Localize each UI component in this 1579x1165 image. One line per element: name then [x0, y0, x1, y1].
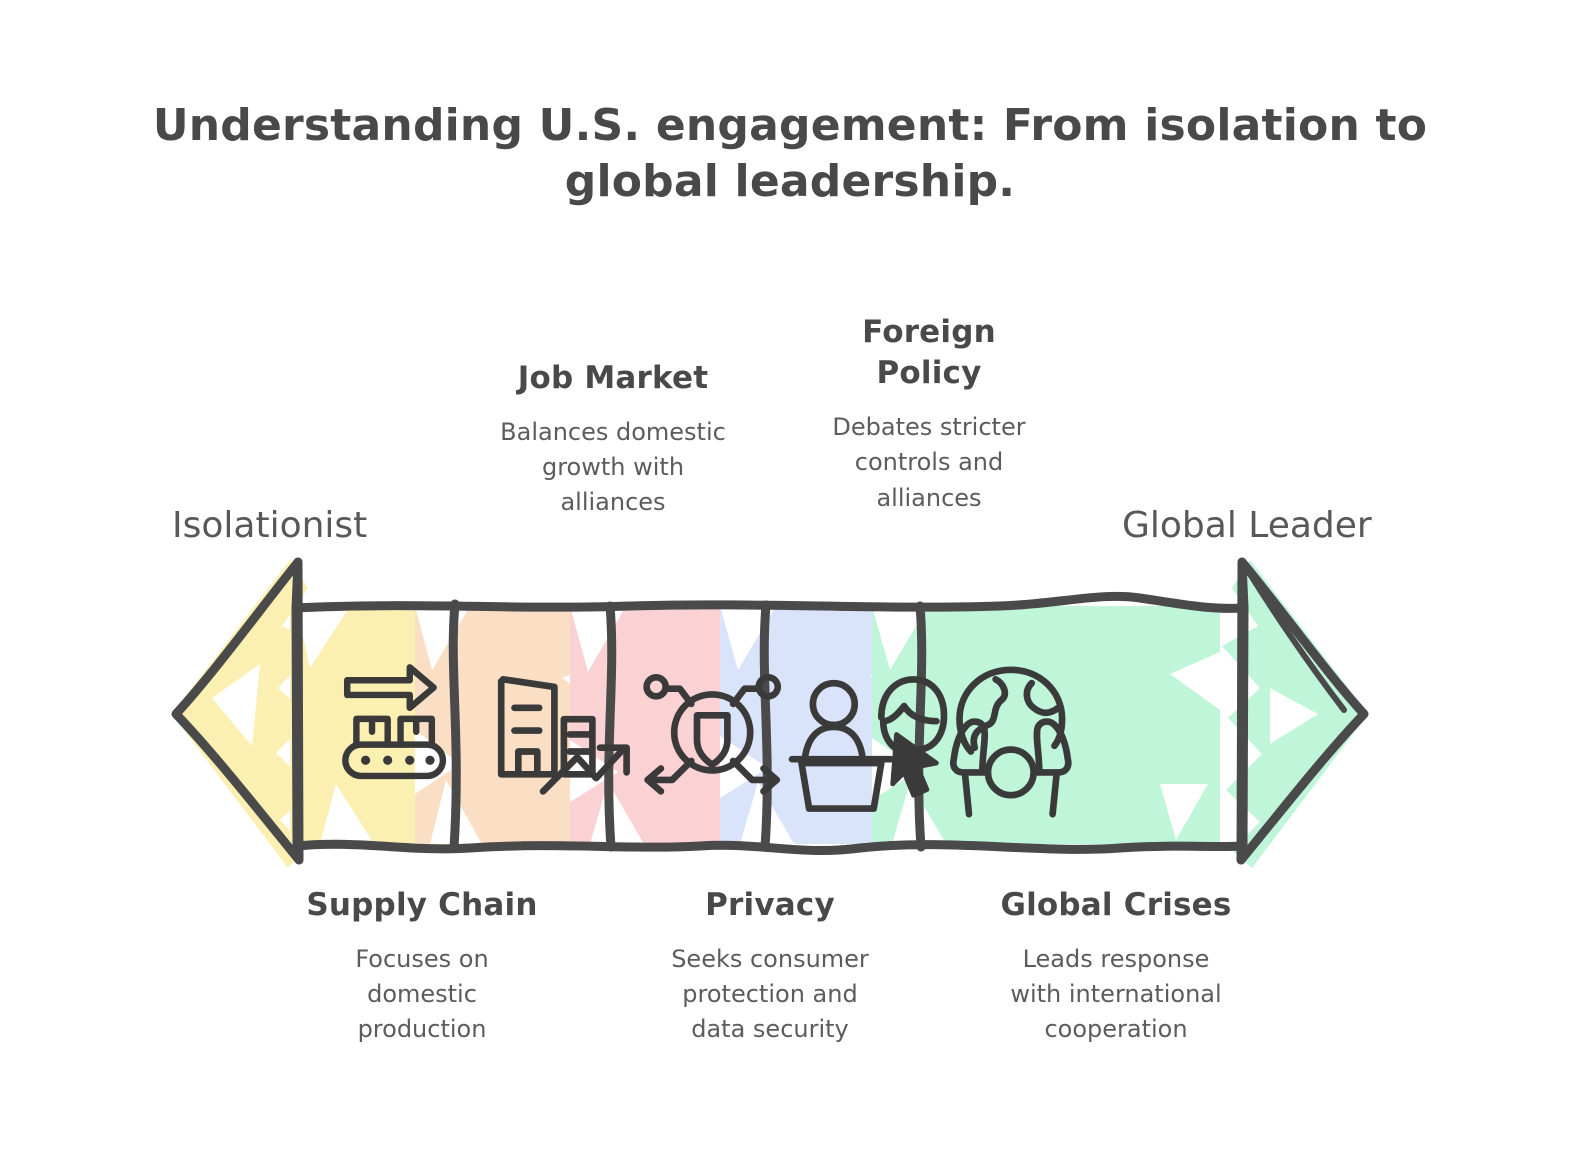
stage-title-foreign-policy: Foreign Policy	[862, 314, 996, 392]
segment-divider-4	[914, 601, 927, 852]
stage-description-global-crises: Leads response with international cooper…	[1010, 945, 1222, 1044]
page-title: Understanding U.S. engagement: From isol…	[152, 100, 1428, 208]
stage-description-privacy: Seeks consumer protection and data secur…	[671, 945, 869, 1044]
stage-callout-foreign-policy: Foreign Policy Debates stricter controls…	[800, 312, 1058, 516]
segment-divider-3	[759, 600, 772, 852]
left-arrowhead-outline	[171, 557, 304, 865]
segment-divider-1	[448, 599, 461, 853]
people-podium-cursor-icon	[788, 676, 948, 812]
fill-patch-yellow-notch-c	[320, 784, 374, 844]
fill-patch-blue-notch-d	[720, 736, 768, 798]
fill-patch-yellow-notch-a	[296, 606, 350, 668]
bar-bottom-rail	[292, 839, 1248, 856]
stage-title-global-crises: Global Crises	[1000, 887, 1232, 923]
stage-title-supply-chain: Supply Chain	[306, 887, 538, 923]
fill-patch-yellow-notch-d	[212, 664, 260, 746]
factory-growth-chart-icon	[497, 675, 630, 795]
stage-callout-privacy: Privacy Seeks consumer protection and da…	[628, 885, 912, 1047]
fill-patch-green-notch-a	[872, 606, 928, 670]
spectrum-left-end-label: Isolationist	[172, 505, 368, 546]
segment-divider-2	[604, 601, 617, 852]
right-arrowhead-outline	[1236, 557, 1369, 865]
shield-network-icon	[643, 673, 782, 795]
person-holding-globe-icon	[950, 666, 1072, 818]
stage-title-job-market: Job Market	[517, 360, 709, 396]
fill-patch-pink-notch-c	[590, 782, 644, 844]
spectrum-right-end-label: Global Leader	[1122, 505, 1372, 546]
stage-title-privacy: Privacy	[705, 887, 835, 923]
spectrum-arrow-diagram	[160, 548, 1380, 878]
fill-patch-green-notch-b	[1170, 652, 1220, 710]
fill-patch-green-notch-e	[1270, 688, 1318, 744]
conveyor-belt-icon	[342, 664, 447, 780]
stage-callout-global-crises: Global Crises Leads response with intern…	[966, 885, 1266, 1047]
stage-description-job-market: Balances domestic growth with alliances	[500, 418, 726, 517]
bar-top-rail	[291, 591, 1249, 613]
stage-description-supply-chain: Focuses on domestic production	[355, 945, 489, 1044]
right-arrowhead-inner-crease	[1247, 571, 1347, 713]
fill-patch-green-notch-f	[1160, 784, 1208, 840]
stage-description-foreign-policy: Debates stricter controls and alliances	[832, 413, 1026, 512]
stage-callout-supply-chain: Supply Chain Focuses on domestic product…	[272, 885, 572, 1047]
fill-patch-green-tail	[1090, 606, 1220, 844]
stage-callout-job-market: Job Market Balances domestic growth with…	[472, 358, 754, 520]
